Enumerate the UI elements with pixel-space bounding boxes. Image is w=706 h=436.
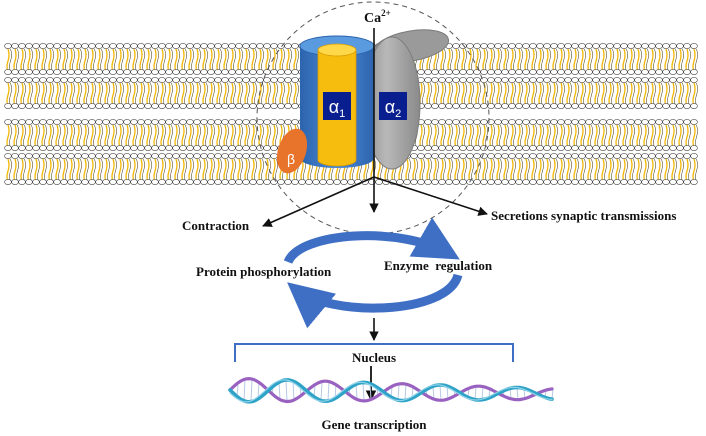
- regulation-cycle: [283, 217, 463, 329]
- cycle-arrow-top: [283, 217, 460, 265]
- beta-label: β: [287, 151, 295, 167]
- inner-membrane: [4, 119, 698, 185]
- calcium-ion-label: Ca2+: [364, 8, 391, 26]
- nucleus-label: Nucleus: [352, 350, 396, 365]
- alpha1-label-box: [323, 92, 351, 120]
- arrow-to-contraction: [262, 176, 375, 227]
- nucleus-bracket: [234, 343, 514, 362]
- contraction-label: Contraction: [182, 218, 250, 233]
- enzyme-regulation-label: Enzyme regulation: [384, 258, 493, 273]
- dna-helix: [228, 376, 554, 404]
- beta-subunit: [276, 128, 308, 174]
- cycle-arrow-bottom: [287, 273, 463, 329]
- gene-transcription-label: Gene transcription: [321, 417, 427, 432]
- alpha2-label-box: [379, 92, 407, 120]
- arrow-to-secretions: [373, 176, 488, 216]
- alpha2-label: α2: [385, 97, 402, 120]
- protein-phosphorylation-label: Protein phosphorylation: [196, 264, 332, 279]
- secretions-label: Secretions synaptic transmissions: [491, 208, 676, 223]
- alpha1-label: α1: [329, 97, 346, 120]
